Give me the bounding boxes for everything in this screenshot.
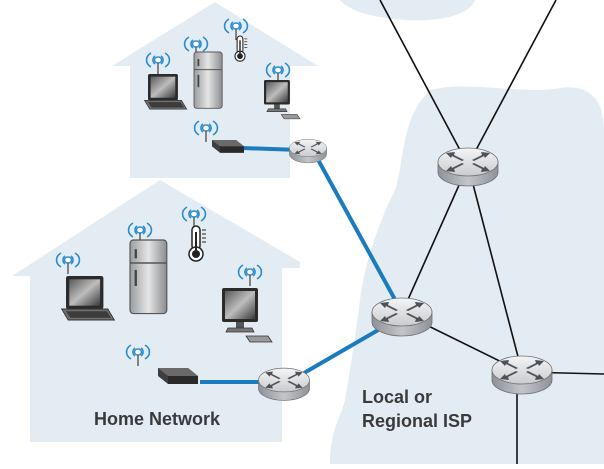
isp-region-top bbox=[340, 0, 475, 21]
isp-label-line2: Regional ISP bbox=[362, 411, 473, 431]
router-icon bbox=[437, 147, 499, 187]
router-icon bbox=[491, 355, 553, 395]
refrigerator-icon bbox=[193, 51, 223, 109]
router-icon bbox=[258, 367, 310, 401]
isp-label-line1: Local or bbox=[362, 387, 433, 407]
home-network-label: Home Network bbox=[94, 409, 221, 429]
access-links bbox=[200, 146, 400, 384]
refrigerator-icon bbox=[129, 239, 168, 315]
router-icon bbox=[289, 139, 327, 164]
isp-region-bottom bbox=[350, 451, 445, 464]
router-icon bbox=[371, 297, 433, 337]
